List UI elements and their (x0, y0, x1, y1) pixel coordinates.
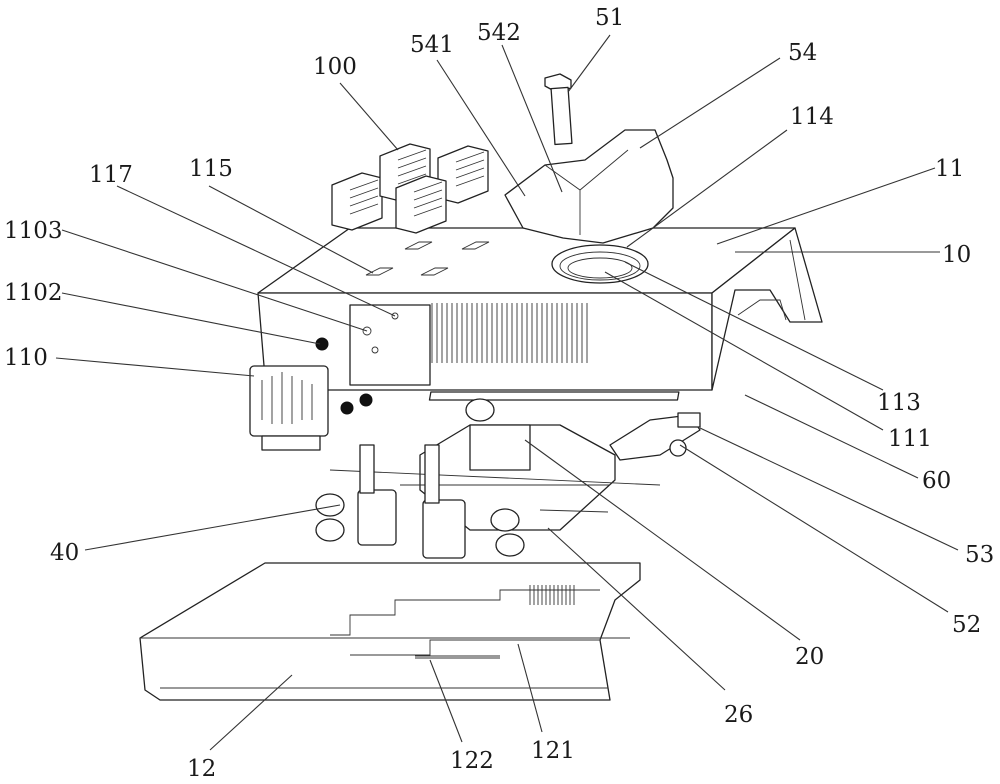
label-113: 113 (877, 390, 921, 416)
label-12: 12 (187, 756, 216, 782)
leader-53 (699, 427, 959, 551)
label-11: 11 (935, 156, 964, 182)
label-541: 541 (410, 32, 454, 58)
leader-60 (744, 394, 919, 479)
heat-sink-fins (431, 303, 588, 363)
label-52: 52 (952, 612, 981, 638)
label-54: 54 (788, 40, 817, 66)
label-111: 111 (888, 426, 932, 452)
knob-54 (504, 129, 674, 244)
label-20: 20 (795, 644, 824, 670)
leader-1103 (61, 229, 368, 332)
label-110: 110 (4, 345, 48, 371)
upper-housing (257, 227, 823, 391)
leader-lines (55, 34, 959, 751)
screws-1102 (315, 337, 373, 415)
label-100: 100 (313, 54, 357, 80)
leader-20 (524, 439, 801, 641)
leader-111 (604, 271, 884, 431)
base-12 (139, 562, 641, 701)
leader-115 (208, 185, 374, 274)
label-26: 26 (724, 702, 753, 728)
label-117: 117 (89, 162, 133, 188)
leader-100 (339, 82, 399, 151)
leader-54 (639, 57, 781, 149)
leader-541 (436, 59, 526, 197)
buttons-100 (331, 143, 489, 234)
label-115: 115 (189, 156, 233, 182)
leader-12 (209, 674, 293, 751)
label-1103: 1103 (4, 218, 63, 244)
bolt-51 (544, 73, 573, 146)
label-121: 121 (531, 738, 575, 764)
label-40: 40 (50, 540, 79, 566)
leader-542 (501, 44, 563, 193)
label-1102: 1102 (4, 280, 63, 306)
leader-113 (624, 261, 884, 391)
leader-1102 (61, 292, 321, 345)
leader-114 (626, 129, 788, 248)
rack-122 (415, 655, 500, 659)
leader-11 (716, 167, 936, 245)
leader-40 (84, 504, 341, 551)
label-10: 10 (942, 242, 971, 268)
label-51: 51 (595, 5, 624, 31)
leader-110 (55, 357, 255, 377)
label-53: 53 (965, 542, 994, 568)
label-122: 122 (450, 748, 494, 774)
leader-51 (567, 34, 611, 93)
label-114: 114 (790, 104, 834, 130)
rack-upper (529, 585, 575, 605)
leader-26 (547, 527, 726, 691)
reference-labels: 100 541 542 51 54 114 117 115 11 1103 10… (4, 5, 994, 782)
leader-52 (679, 444, 949, 613)
leader-117 (116, 185, 396, 317)
leader-122 (429, 659, 463, 743)
connector-110 (249, 365, 329, 451)
label-542: 542 (477, 20, 521, 46)
inner-mechanism (315, 391, 701, 559)
leader-121 (517, 643, 543, 733)
label-60: 60 (922, 468, 951, 494)
